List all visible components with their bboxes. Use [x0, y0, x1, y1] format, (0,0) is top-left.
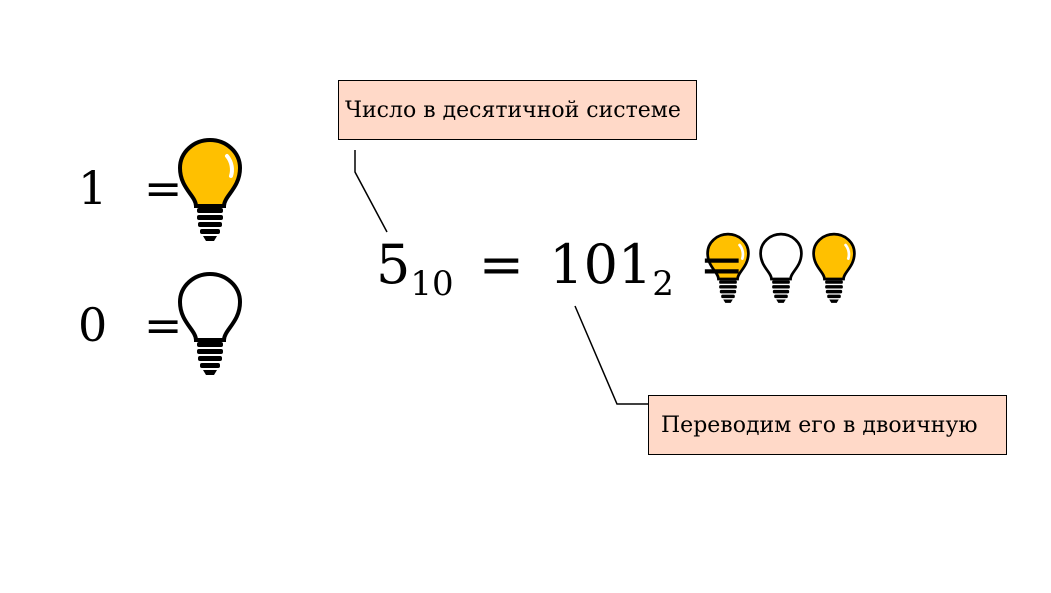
- equals-sign-1: =: [478, 233, 525, 296]
- callout-decimal: Число в десятичной системе: [338, 80, 697, 140]
- equation-bulbs: [706, 232, 856, 305]
- legend-equals-zero: =: [143, 298, 183, 352]
- decimal-number: 5: [376, 233, 411, 296]
- legend-digit-one: 1: [78, 161, 108, 215]
- top-callout-leader: [354, 150, 388, 233]
- binary-bulb-on-icon: [706, 232, 750, 305]
- callout-binary: Переводим его в двоичную: [648, 395, 1007, 455]
- callout-binary-text: Переводим его в двоичную: [661, 412, 978, 438]
- callout-decimal-text: Число в десятичной системе: [345, 97, 681, 123]
- legend-equals-one: =: [143, 161, 183, 215]
- decimal-base: 10: [410, 264, 454, 304]
- legend-row-one: 1 =: [78, 165, 182, 211]
- binary-base: 2: [652, 264, 674, 304]
- bottom-callout-leader: [574, 305, 648, 405]
- conversion-equation: 510 = 1012 =: [376, 238, 744, 304]
- legend-row-zero: 0 =: [78, 302, 182, 348]
- binary-bulb-on-icon: [812, 232, 856, 305]
- legend-bulb-off-icon: [178, 272, 242, 377]
- legend-bulb-on-icon: [178, 138, 242, 243]
- equals-sign-2: =: [699, 233, 745, 296]
- binary-number: 101: [549, 233, 653, 296]
- legend-digit-zero: 0: [78, 298, 108, 352]
- binary-bulb-off-icon: [759, 232, 803, 305]
